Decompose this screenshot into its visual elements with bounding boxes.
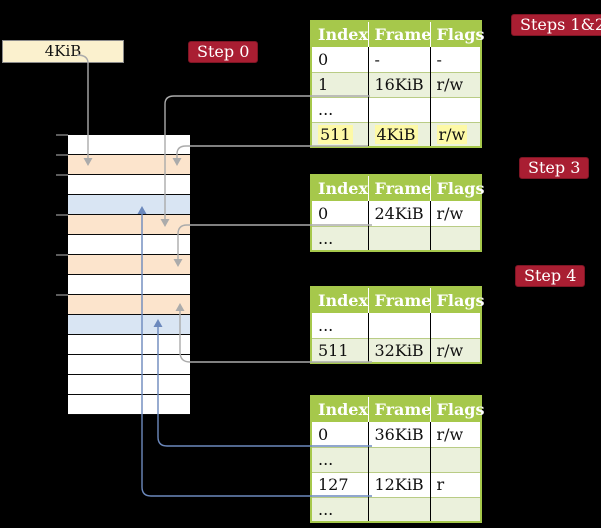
- column-header-index: Index: [311, 396, 369, 422]
- memory-row-6: [68, 235, 190, 255]
- memory-row-14: [68, 395, 190, 415]
- table-row: 0--: [311, 47, 481, 72]
- highlighted-value: r/w: [436, 124, 468, 144]
- memory-row-12: [68, 355, 190, 375]
- table-cell: ...: [311, 496, 369, 522]
- table-cell: ...: [311, 313, 369, 338]
- table-cell: r: [430, 471, 481, 497]
- table-cell: -: [430, 47, 481, 72]
- column-header-index: Index: [311, 21, 369, 47]
- table-cell: 24KiB: [368, 201, 431, 226]
- table-cell: [368, 313, 431, 338]
- column-header-frame: Frame: [368, 396, 431, 422]
- memory-row-2: [68, 155, 190, 175]
- memory-tick-marks: [56, 134, 68, 296]
- table-cell: 0: [311, 47, 369, 72]
- memory-row-4: [68, 195, 190, 215]
- memory-row-11: [68, 335, 190, 355]
- column-header-frame: Frame: [368, 175, 431, 201]
- memory-row-8: [68, 275, 190, 295]
- memory-row-5: [68, 215, 190, 235]
- column-header-flags: Flags: [430, 396, 485, 422]
- table-cell: r/w: [430, 121, 481, 147]
- table-cell: 511: [311, 121, 369, 147]
- table-cell: 0: [311, 201, 369, 226]
- memory-row-10: [68, 315, 190, 335]
- memory-row-13: [68, 375, 190, 395]
- column-header-frame: Frame: [368, 287, 431, 313]
- table-cell: r/w: [430, 422, 481, 447]
- table-cell: r/w: [430, 337, 481, 363]
- table-cell: [368, 96, 431, 122]
- table-cell: ...: [311, 96, 369, 122]
- table-row: ...: [311, 446, 481, 472]
- column-header-frame: Frame: [368, 21, 431, 47]
- table-cell: [430, 96, 481, 122]
- table-cell: r/w: [430, 71, 481, 97]
- memory-row-9: [68, 295, 190, 315]
- table-cell: ...: [311, 446, 369, 472]
- table-cell: -: [368, 47, 431, 72]
- column-header-flags: Flags: [430, 21, 485, 47]
- table-cell: 36KiB: [368, 422, 431, 447]
- pointer-entry-4kib-to-frame-4kib: [172, 145, 368, 166]
- table-row: 511 4KiB r/w: [311, 121, 481, 147]
- step-0-label: Step 0: [188, 41, 259, 63]
- table-cell: [430, 313, 481, 338]
- table-cell: [430, 225, 481, 251]
- column-header-index: Index: [311, 175, 369, 201]
- highlighted-value: 4KiB: [374, 124, 418, 144]
- table-cell: 12KiB: [368, 471, 431, 497]
- highlighted-value: 511: [318, 124, 353, 144]
- table-cell: 511: [311, 337, 369, 363]
- table-cell: [368, 496, 431, 522]
- memory-row-3: [68, 175, 190, 195]
- table-cell: 1: [311, 71, 369, 97]
- table-row: ...: [311, 225, 481, 251]
- table-cell: 16KiB: [368, 71, 431, 97]
- column-header-flags: Flags: [430, 287, 485, 313]
- offset-4kib-box: 4KiB: [2, 40, 124, 63]
- table-cell: [368, 446, 431, 472]
- step-3-label: Step 3: [519, 157, 590, 179]
- table-cell: 32KiB: [368, 337, 431, 363]
- table-cell: 0: [311, 422, 369, 447]
- table-cell: r/w: [430, 201, 481, 226]
- column-header-flags: Flags: [430, 175, 485, 201]
- table-cell: 4KiB: [368, 121, 431, 147]
- table-cell: [430, 496, 481, 522]
- column-header-index: Index: [311, 287, 369, 313]
- table-row: ...: [311, 313, 481, 338]
- memory-row-7: [68, 255, 190, 275]
- table-cell: ...: [311, 225, 369, 251]
- steps-1-2-label: Steps 1&2: [511, 14, 601, 36]
- table-row: ...: [311, 496, 481, 522]
- table-cell: 127: [311, 471, 369, 497]
- step-4-label: Step 4: [515, 265, 586, 287]
- memory-row-1: [68, 135, 190, 155]
- physical-memory-strip: [68, 135, 190, 415]
- table-cell: [430, 446, 481, 472]
- table-row: ...: [311, 96, 481, 122]
- table-cell: [368, 225, 431, 251]
